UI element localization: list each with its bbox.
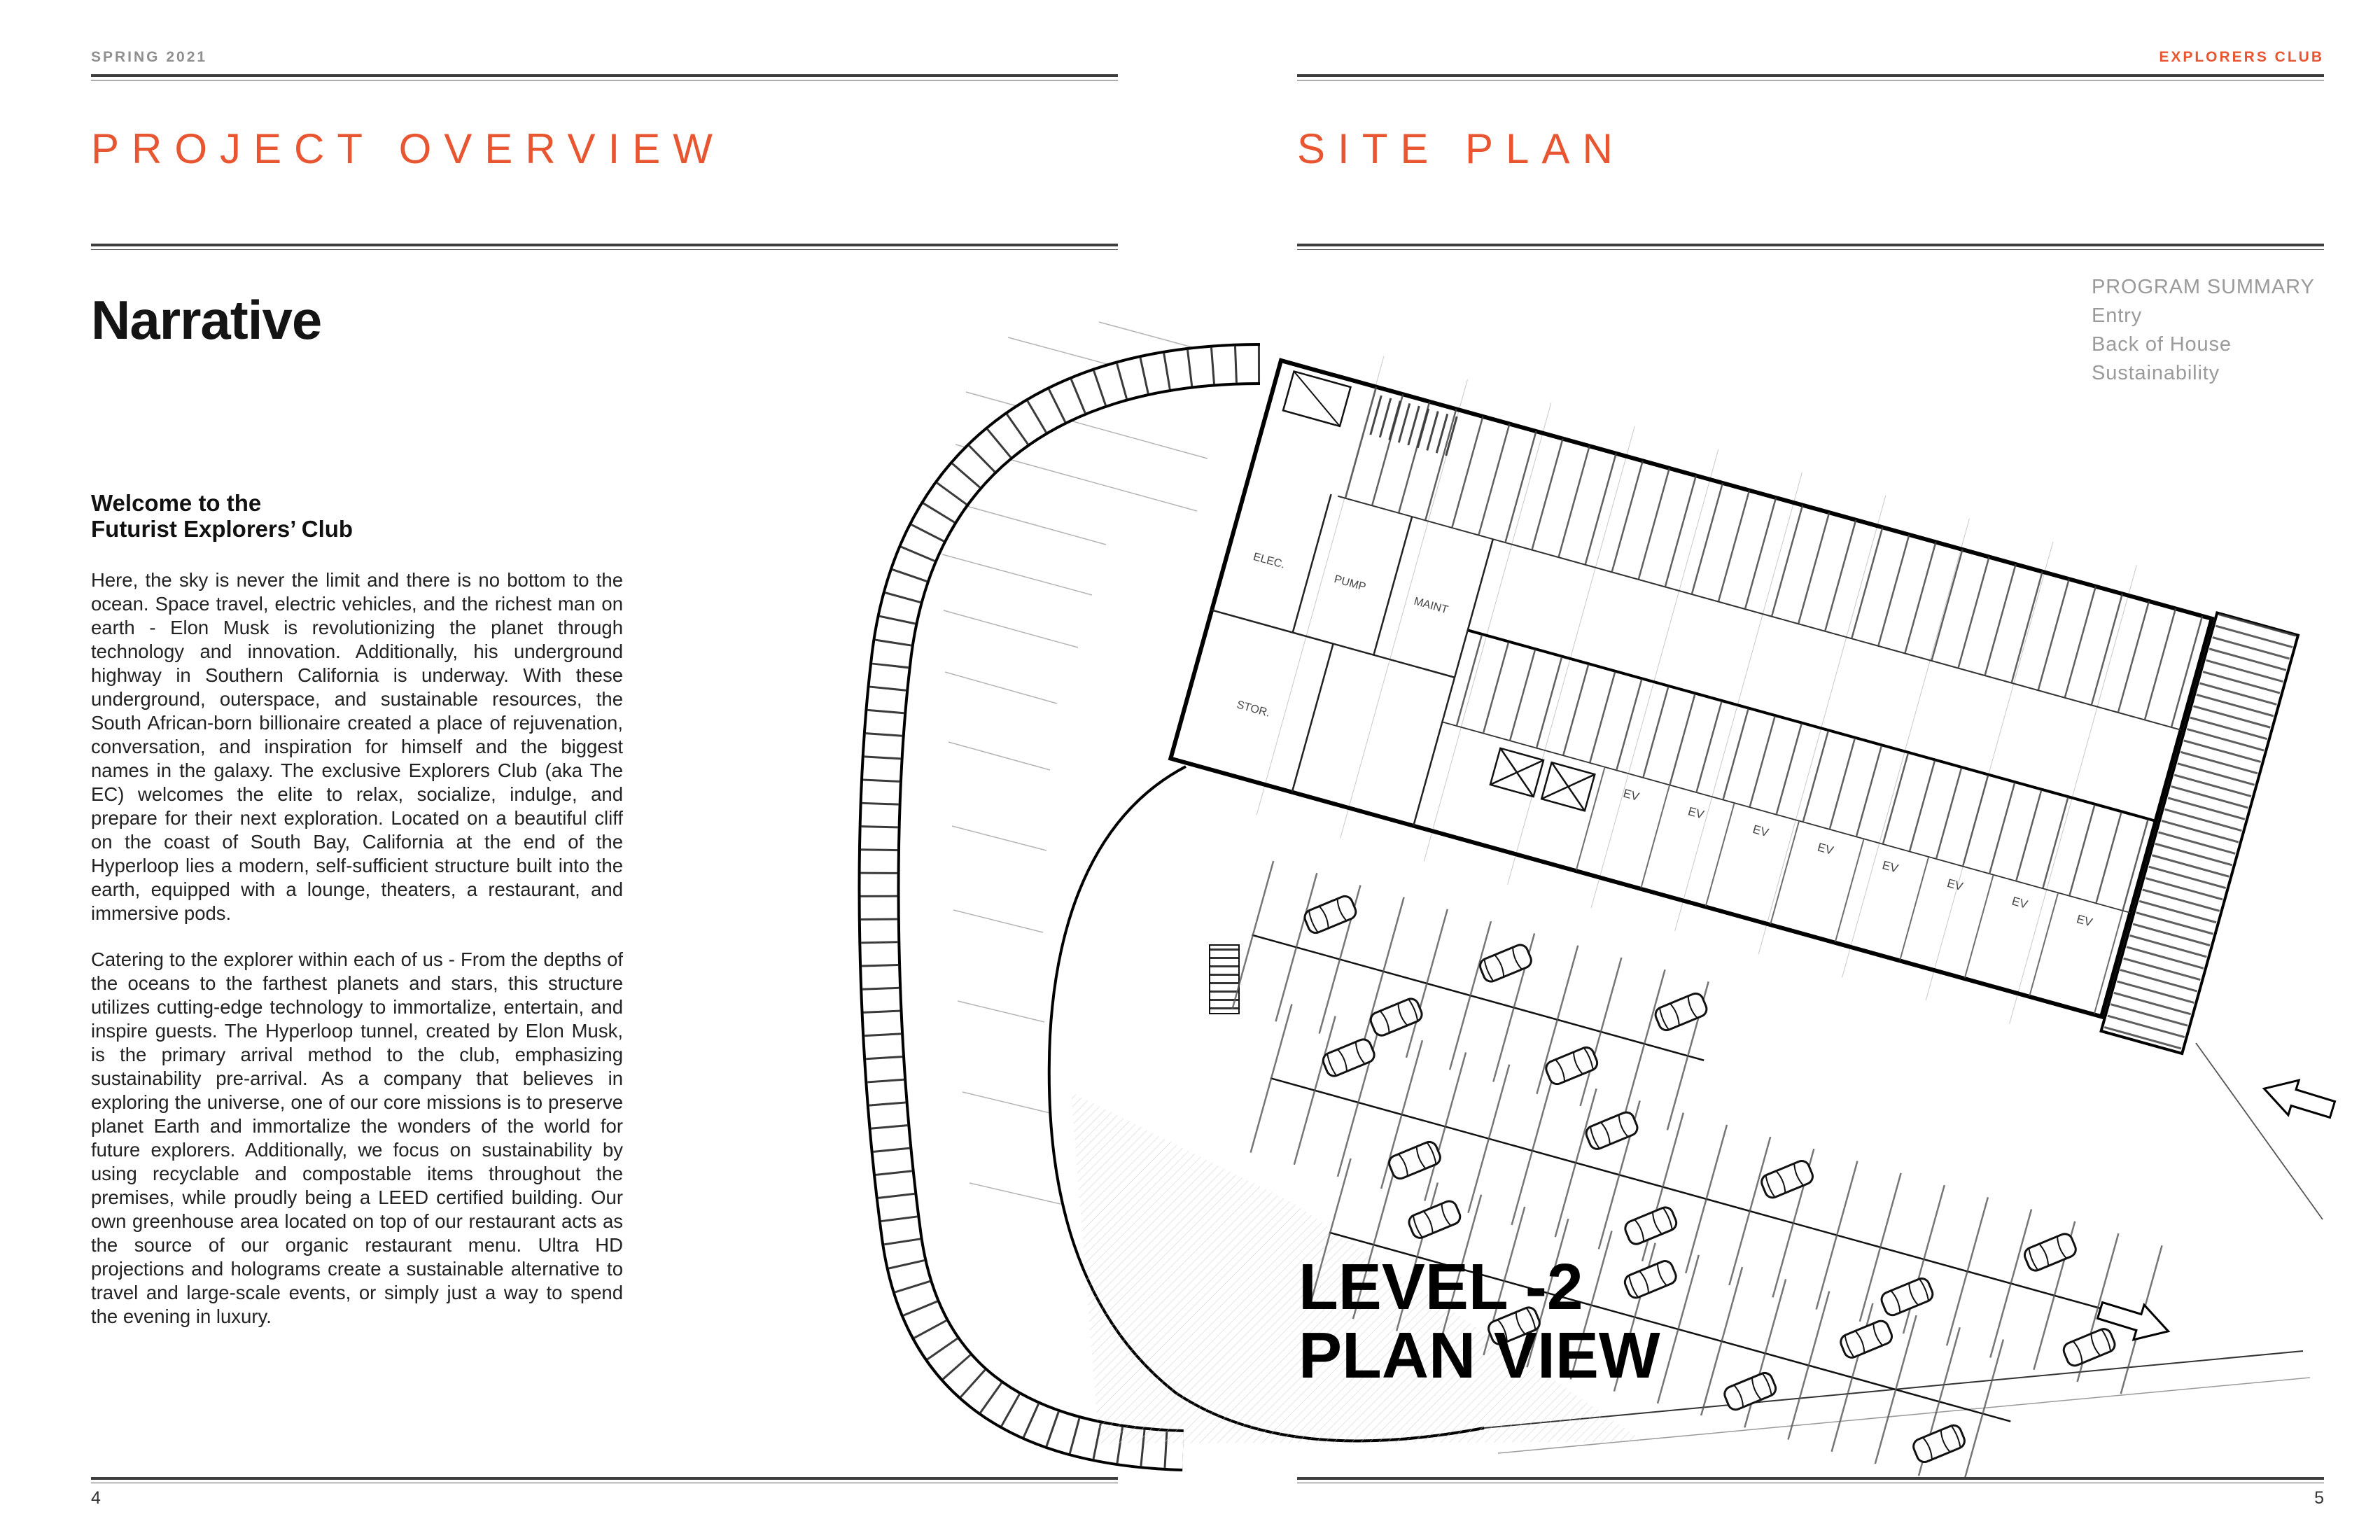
plan-caption: LEVEL -2 PLAN VIEW [1298,1250,1660,1392]
plan-caption-line1: LEVEL -2 [1298,1250,1583,1323]
right-header-brand: EXPLORERS CLUB [2159,49,2324,65]
right-ramp-band [2099,611,2300,1056]
stall-band-edge [1337,495,2181,731]
left-page-number: 4 [91,1488,101,1508]
narrative-paragraph-2: Catering to the explorer within each of … [91,948,623,1327]
top-parking-stalls [1345,386,2208,729]
svg-text:EV: EV [1945,876,1965,894]
column-grid-lines [1256,356,2137,1024]
arrow-right-icon [2096,1301,2171,1341]
ghost-contour-lines [941,321,1219,1205]
left-page-title: PROJECT OVERVIEW [91,125,725,172]
svg-text:EV: EV [1816,841,1835,858]
svg-text:ELEC.: ELEC. [1252,551,1286,571]
program-summary-legend: PROGRAM SUMMARY Entry Back of House Sust… [2092,273,2315,388]
site-plan-drawing: EV EV EV EV EV EV EV EV ELEC. PUMP MAINT… [858,321,2337,1477]
legend-item-back-of-house: Back of House [2092,333,2232,356]
narrative-body: Here, the sky is never the limit and the… [91,568,623,1351]
narrative-heading: Narrative [91,289,322,351]
svg-text:STOR.: STOR. [1236,699,1271,719]
right-page-title: SITE PLAN [1297,125,1625,172]
legend-title: PROGRAM SUMMARY [2092,276,2315,298]
corner-stair [1282,370,1465,458]
svg-text:EV: EV [1751,822,1771,840]
right-bottom-rule [1297,1477,2324,1483]
left-header-date: SPRING 2021 [91,49,208,65]
garage-outline [1168,358,2215,1020]
legend-item-sustainability: Sustainability [2092,362,2220,384]
parking-structure: EV EV EV EV EV EV EV EV ELEC. PUMP MAINT… [1168,356,2300,1056]
svg-text:MAINT: MAINT [1413,596,1450,617]
narrative-paragraph-1: Here, the sky is never the limit and the… [91,569,623,924]
svg-text:EV: EV [2075,912,2094,930]
back-of-house-rooms [1211,493,1494,827]
legend-item-entry: Entry [2092,304,2143,327]
plan-caption-line2: PLAN VIEW [1298,1319,1660,1392]
right-top-rule [1297,74,2324,80]
site-boundary-band [858,343,1261,1471]
svg-text:EV: EV [1686,804,1706,822]
subheading-line1: Welcome to the [91,490,262,516]
aisle-edge [1467,629,2157,822]
narrative-subheading: Welcome to the Futurist Explorers’ Club [91,490,353,542]
svg-text:EV: EV [2010,895,2030,912]
elevator-cores [1489,747,1596,812]
left-title-rule [91,244,1118,250]
traffic-arrows [2096,1079,2337,1341]
svg-text:EV: EV [1622,787,1642,804]
small-stair-glyph [1209,944,1240,1014]
subheading-line2: Futurist Explorers’ Club [91,516,354,542]
right-title-rule [1297,244,2324,250]
open-parking-rows [1231,860,2175,1477]
ev-parking-stalls [1575,767,2124,1014]
hatched-ground-area [1071,1092,1645,1443]
stall-band-edge2 [1442,721,2131,913]
svg-text:PUMP: PUMP [1333,573,1367,594]
right-page-number: 5 [2314,1488,2324,1508]
left-top-rule [91,74,1118,80]
svg-text:EV: EV [1881,858,1900,876]
arrow-left-icon [2262,1079,2337,1119]
left-bottom-rule [91,1477,1118,1483]
